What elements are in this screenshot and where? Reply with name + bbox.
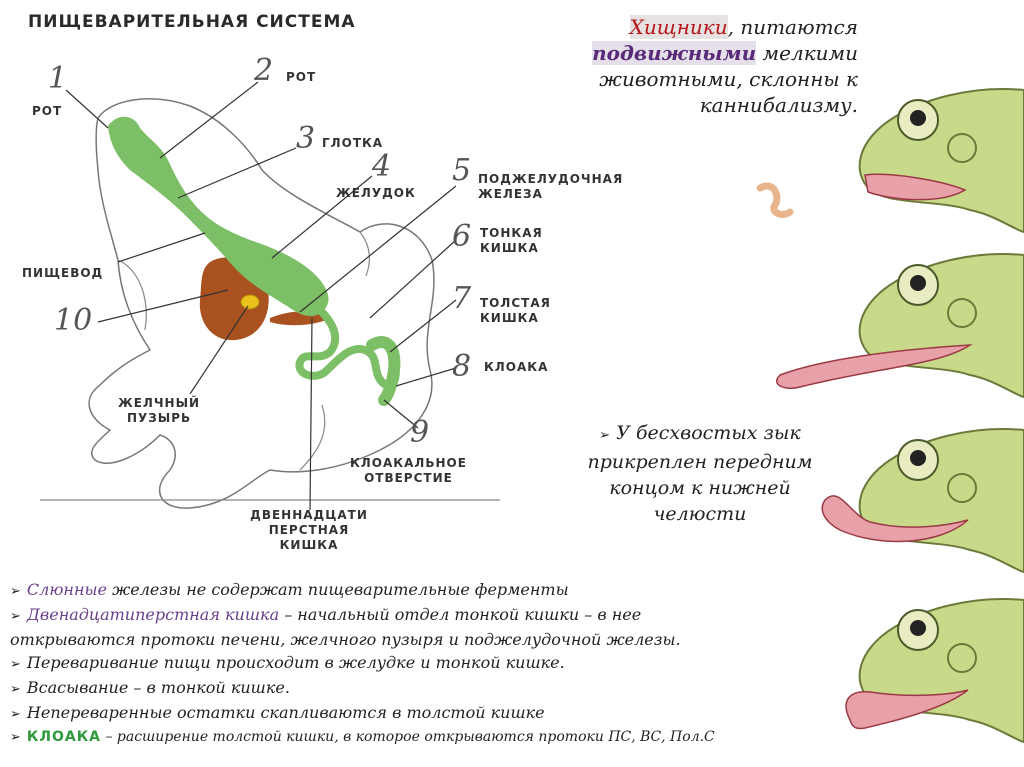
fact-item-5: ➢ Непереваренные остатки скапливаются в т… bbox=[10, 701, 910, 726]
number-8: 8 bbox=[452, 352, 471, 382]
number-2: 2 bbox=[254, 56, 273, 86]
tongue-note: ➢У бесхвостых зык прикреплен передним ко… bbox=[560, 420, 840, 527]
label-pharynx: ГЛОТКА bbox=[322, 136, 383, 151]
number-5: 5 bbox=[452, 156, 471, 186]
gallbladder-shape bbox=[241, 295, 259, 309]
number-7: 7 bbox=[452, 284, 471, 314]
label-pancreas-line1: ПОДЖЕЛУДОЧНАЯ bbox=[478, 172, 623, 187]
label-small-intestine-line2: КИШКА bbox=[480, 241, 543, 256]
number-4: 4 bbox=[372, 152, 391, 182]
frog-head-2 bbox=[777, 254, 1024, 397]
number-10: 10 bbox=[54, 306, 92, 336]
label-cloacal-opening: КЛОАКАЛЬНОЕ ОТВЕРСТИЕ bbox=[350, 456, 467, 486]
fact-item-2: ➢ Двенадцатиперстная кишка – начальный от… bbox=[10, 603, 910, 628]
fact-6-highlight: КЛОАКА bbox=[27, 729, 101, 745]
number-9: 9 bbox=[410, 418, 429, 448]
label-small-intestine: ТОНКАЯ КИШКА bbox=[480, 226, 543, 256]
intro-part1: , питаются bbox=[728, 15, 858, 39]
fact-item-3: ➢ Переваривание пищи происходит в желудке… bbox=[10, 651, 910, 676]
page-title: ПИЩЕВАРИТЕЛЬНАЯ СИСТЕМА bbox=[28, 12, 356, 32]
fact-4-text: Всасывание – в тонкой кишке. bbox=[27, 678, 290, 697]
facts-list: ➢ Слюнные железы не содержат пищеваритель… bbox=[10, 578, 910, 749]
number-1: 1 bbox=[48, 64, 67, 94]
fact-2-highlight: Двенадцатиперстная кишка bbox=[27, 605, 279, 624]
label-esophagus: ПИЩЕВОД bbox=[22, 266, 103, 281]
bullet-arrow-icon: ➢ bbox=[10, 682, 21, 697]
bullet-arrow-icon: ➢ bbox=[599, 428, 610, 443]
frog-head-1 bbox=[860, 89, 1024, 232]
bullet-arrow-icon: ➢ bbox=[10, 730, 21, 745]
label-pancreas-line2: ЖЕЛЕЗА bbox=[478, 187, 623, 202]
number-6: 6 bbox=[452, 222, 471, 252]
bullet-arrow-icon: ➢ bbox=[10, 657, 21, 672]
frog-digestive-diagram bbox=[0, 40, 560, 560]
label-large-intestine: ТОЛСТАЯ КИШКА bbox=[480, 296, 551, 326]
label-cloacal-opening-line2: ОТВЕРСТИЕ bbox=[350, 471, 467, 486]
bullet-arrow-icon: ➢ bbox=[10, 707, 21, 722]
label-pancreas: ПОДЖЕЛУДОЧНАЯ ЖЕЛЕЗА bbox=[478, 172, 623, 202]
label-small-intestine-line1: ТОНКАЯ bbox=[480, 226, 543, 241]
label-gallbladder-line2: ПУЗЫРЬ bbox=[118, 411, 200, 426]
label-duodenum: ДВЕННАДЦАТИ ПЕРСТНАЯ КИШКА bbox=[244, 508, 374, 553]
label-duodenum-line2: ПЕРСТНАЯ bbox=[244, 523, 374, 538]
number-3: 3 bbox=[296, 124, 315, 154]
label-cloaca: КЛОАКА bbox=[484, 360, 548, 375]
frog-head-3 bbox=[822, 429, 1024, 572]
label-mouth-left: РОТ bbox=[32, 104, 62, 119]
fact-item-6: ➢ КЛОАКА – расширение толстой кишки, в ко… bbox=[10, 726, 910, 749]
label-duodenum-line1: ДВЕННАДЦАТИ bbox=[244, 508, 374, 523]
intro-predators-word: Хищники bbox=[630, 15, 728, 39]
label-mouth-right: РОТ bbox=[286, 70, 316, 85]
tongue-note-text: У бесхвостых зык прикреплен передним кон… bbox=[588, 422, 813, 525]
label-cloacal-opening-line1: КЛОАКАЛЬНОЕ bbox=[350, 456, 467, 471]
fact-1-text: железы не содержат пищеварительные ферме… bbox=[107, 580, 569, 599]
label-gallbladder-line1: ЖЕЛЧНЫЙ bbox=[118, 396, 200, 411]
fact-6-text: – расширение толстой кишки, в которое от… bbox=[101, 729, 715, 745]
fact-item-2-continued: открываются протоки печени, желчного пуз… bbox=[10, 628, 910, 651]
fact-item-1: ➢ Слюнные железы не содержат пищеваритель… bbox=[10, 578, 910, 603]
label-large-intestine-line2: КИШКА bbox=[480, 311, 551, 326]
bullet-arrow-icon: ➢ bbox=[10, 584, 21, 599]
worm-shape bbox=[760, 186, 790, 214]
fact-2-text: – начальный отдел тонкой кишки – в нее bbox=[279, 605, 641, 624]
label-duodenum-line3: КИШКА bbox=[244, 538, 374, 553]
fact-1-highlight: Слюнные bbox=[27, 580, 107, 599]
label-large-intestine-line1: ТОЛСТАЯ bbox=[480, 296, 551, 311]
fact-5-text: Непереваренные остатки скапливаются в то… bbox=[27, 703, 545, 722]
fact-item-4: ➢ Всасывание – в тонкой кишке. bbox=[10, 676, 910, 701]
fact-3-text: Переваривание пищи происходит в желудке … bbox=[27, 653, 565, 672]
label-gallbladder: ЖЕЛЧНЫЙ ПУЗЫРЬ bbox=[118, 396, 200, 426]
intro-mobile-word: подвижными bbox=[592, 41, 756, 65]
bullet-arrow-icon: ➢ bbox=[10, 609, 21, 624]
label-stomach: ЖЕЛУДОК bbox=[336, 186, 416, 201]
